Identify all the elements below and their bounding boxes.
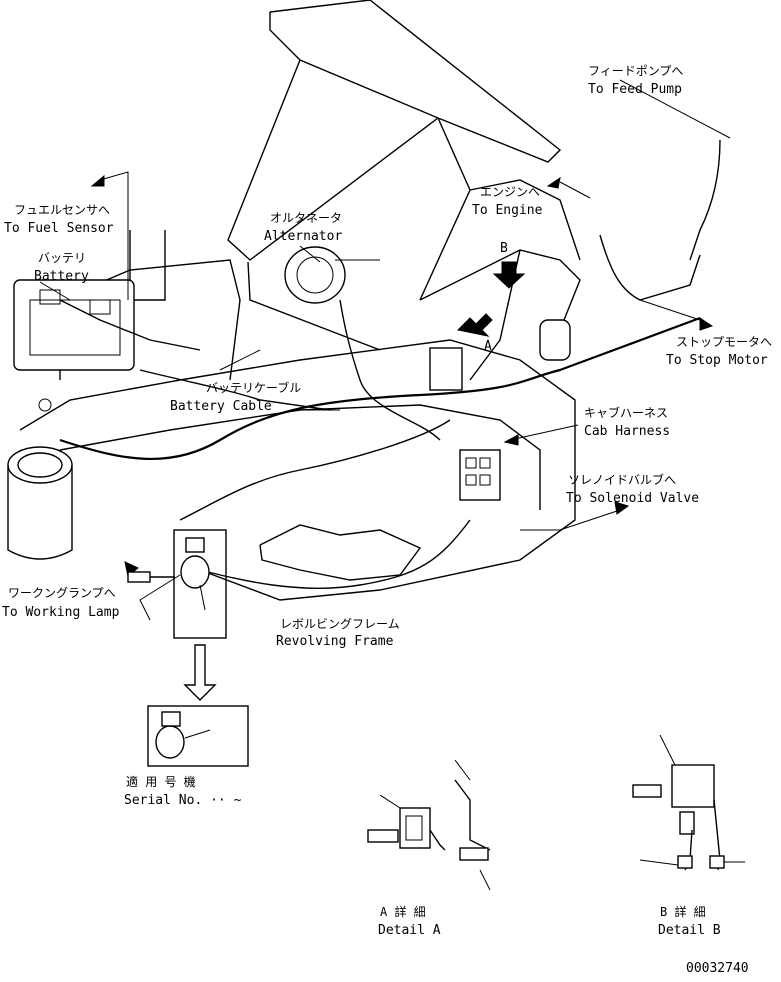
battery-label-jp: バッテリ (38, 251, 86, 265)
serial-label-jp: 適 用 号 機 (126, 774, 196, 789)
counterweight-hood (227, 0, 562, 351)
engine-label-jp: エンジンへ (480, 185, 540, 199)
alternator (284, 246, 380, 304)
fuel-tank (7, 446, 73, 560)
alternator-label-en: Alternator (264, 229, 342, 244)
revolving-frame-label-jp: レボルビングフレーム (280, 617, 400, 631)
battery-cable-label-en: Battery Cable (170, 399, 272, 414)
working-lamp-arrow (183, 644, 217, 701)
detail-a-label-en: Detail A (378, 923, 441, 938)
battery-cable-label-jp: バッテリケーブル (206, 380, 301, 395)
feed-pump-label-en: To Feed Pump (588, 82, 682, 97)
detail-b-label-en: Detail B (658, 923, 721, 938)
marker-b: B (492, 241, 526, 289)
stop-motor-label-en: To Stop Motor (666, 353, 768, 368)
working-lamp-label-en: To Working Lamp (2, 605, 120, 620)
marker-a: A (456, 313, 493, 354)
cab-harness-label-jp: キャブハーネス (584, 405, 668, 420)
working-lamp-label-jp: ワークングランプへ (8, 586, 116, 600)
wiring-harness (59, 139, 721, 589)
solenoid-label-en: To Solenoid Valve (566, 491, 699, 506)
working-lamp-detail (147, 705, 249, 767)
engine-label-en: To Engine (472, 203, 543, 218)
marker-a-label: A (484, 339, 492, 354)
marker-b-label: B (500, 241, 508, 256)
revolving-frame-label-en: Revolving Frame (276, 634, 394, 649)
detail-b-drawing (632, 734, 745, 871)
detail-b-label-jp: B 詳 細 (660, 904, 706, 919)
fuel-sensor-label-jp: フュエルセンサへ (14, 203, 110, 217)
cab-harness-relay-block (429, 347, 501, 501)
detail-a-drawing (367, 759, 491, 891)
working-lamp (127, 529, 227, 639)
detail-a-label-jp: A 詳 細 (380, 904, 426, 919)
drawing-number: 00032740 (686, 961, 749, 976)
fuel-sensor-label-en: To Fuel Sensor (4, 221, 114, 236)
serial-label-en: Serial No. ·· ~ (124, 793, 242, 808)
leader-lines (39, 79, 731, 621)
battery-label-en: Battery (34, 269, 89, 284)
stop-motor-label-jp: ストップモータへ (676, 335, 772, 349)
solenoid-label-jp: ソレノイドバルブへ (568, 472, 676, 487)
cab-harness-label-en: Cab Harness (584, 424, 670, 439)
alternator-label-jp: オルタネータ (270, 211, 342, 225)
feed-pump-label-jp: フィードポンプへ (588, 64, 683, 78)
